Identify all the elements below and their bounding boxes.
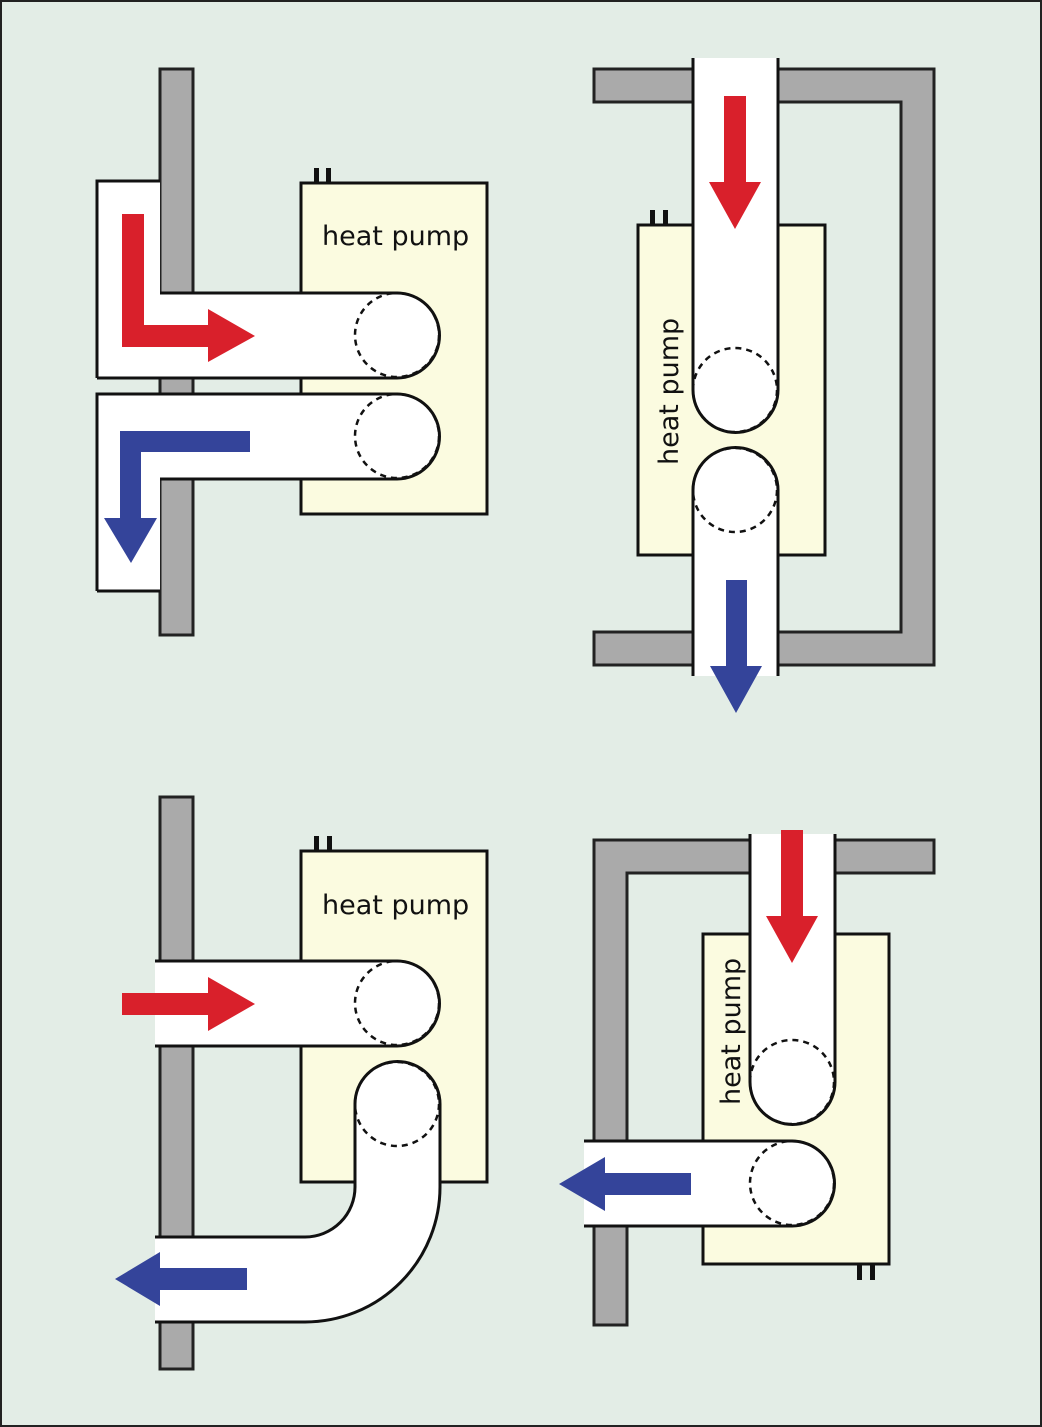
exhaust-duct: [584, 1139, 836, 1228]
panel-b: heat pump: [592, 58, 936, 713]
supply-arrow: [122, 214, 255, 362]
exhaust-duct: [691, 446, 780, 676]
wall: [592, 838, 936, 1327]
exhaust-arrow: [115, 1252, 247, 1306]
exhaust-arrow: [710, 580, 762, 713]
supply-arrow: [766, 830, 818, 963]
exhaust-duct: [155, 1060, 442, 1324]
panel-c: heat pump: [115, 795, 489, 1371]
intake-duct: [155, 959, 441, 1048]
intake-duct: [691, 58, 780, 434]
supply-arrow: [122, 977, 255, 1031]
panel-d: heat pump: [559, 830, 936, 1327]
heat-pump-label: heat pump: [322, 221, 469, 252]
heat-pump-label: heat pump: [322, 890, 469, 921]
terminal-icon: [650, 210, 668, 226]
exhaust-arrow: [104, 431, 250, 563]
supply-arrow: [709, 96, 761, 229]
terminal-icon: [314, 168, 331, 184]
terminal-icon: [314, 836, 332, 852]
intake-duct: [748, 834, 837, 1126]
heat-pump-label: heat pump: [654, 318, 685, 465]
panel-a: heat pump: [95, 67, 489, 637]
terminal-icon: [857, 1264, 875, 1280]
heat-pump-label: heat pump: [716, 958, 747, 1105]
exhaust-arrow: [559, 1157, 691, 1211]
